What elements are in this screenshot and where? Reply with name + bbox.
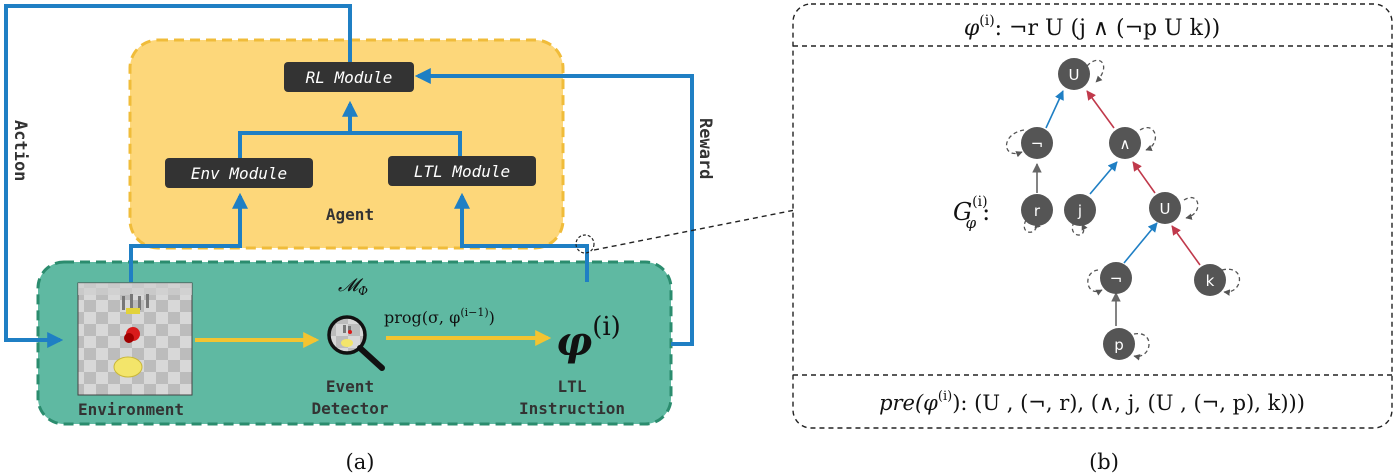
graph-edges <box>1032 90 1201 326</box>
node-k: k <box>1194 264 1226 296</box>
panel-a: Agent 𝓜Φ RL Module Env Module <box>4 4 796 474</box>
action-label: Action <box>10 120 30 181</box>
reward-label: Reward <box>695 118 715 179</box>
ltl-instruction-label-1: LTL <box>558 377 587 396</box>
agent-internal-arrows <box>4 4 694 348</box>
env-module: Env Module <box>165 158 313 188</box>
agent-label: Agent <box>326 205 374 224</box>
environment-image <box>77 282 193 396</box>
node-p: p <box>1103 328 1135 360</box>
svg-text:r: r <box>1034 202 1041 220</box>
ltl-instruction-label-2: Instruction <box>519 399 625 418</box>
caption-a: (a) <box>346 450 375 474</box>
env-module-label: Env Module <box>191 164 287 183</box>
svg-text:¬: ¬ <box>1031 135 1044 153</box>
svg-text:¬: ¬ <box>1110 270 1123 288</box>
event-detector-label-1: Event <box>326 377 374 396</box>
node-j: j <box>1064 194 1096 226</box>
node-not-r: ¬ <box>1021 127 1053 159</box>
svg-text:k: k <box>1206 272 1215 290</box>
graph-nodes: U ¬ ∧ r j U ¬ <box>1021 58 1226 360</box>
node-not-p: ¬ <box>1100 262 1132 294</box>
svg-text:p: p <box>1114 336 1124 354</box>
svg-text:∧: ∧ <box>1120 135 1131 153</box>
yellow-target-icon <box>113 356 143 378</box>
zoom-connector <box>593 209 796 251</box>
node-and: ∧ <box>1109 127 1141 159</box>
robot-icon <box>122 294 149 314</box>
phi-instruction: φ(i) <box>556 312 621 365</box>
yellow-arrows <box>195 330 552 348</box>
mdp-label: 𝓜Φ <box>338 275 368 298</box>
magnifier-icon <box>327 315 385 371</box>
node-root-until: U <box>1058 58 1090 90</box>
rl-module-label: RL Module <box>306 68 393 87</box>
graph-label: G(i)φ: <box>953 194 990 232</box>
formula: φ(i): ¬r U (j ∧ (¬p U k)) <box>964 13 1220 41</box>
environment-label: Environment <box>78 400 184 419</box>
node-r: r <box>1021 194 1053 226</box>
ltl-module: LTL Module <box>388 156 536 186</box>
preorder-sequence: pre(φ(i)): (U , (¬, r), (∧, j, (U , (¬, … <box>879 389 1305 415</box>
svg-text:U: U <box>1069 66 1080 84</box>
caption-b: (b) <box>1089 450 1119 474</box>
self-loops <box>1006 59 1240 361</box>
node-inner-until: U <box>1149 192 1181 224</box>
rl-module: RL Module <box>284 62 414 92</box>
progression-label: prog(σ, φ(i−1)) <box>384 306 495 327</box>
panel-b: φ(i): ¬r U (j ∧ (¬p U k)) G(i)φ: <box>792 3 1393 474</box>
ltl-module-label: LTL Module <box>414 162 510 181</box>
event-detector-label-2: Detector <box>311 399 388 418</box>
svg-text:j: j <box>1077 202 1082 220</box>
zoom-marker <box>575 234 595 254</box>
svg-text:U: U <box>1160 200 1171 218</box>
